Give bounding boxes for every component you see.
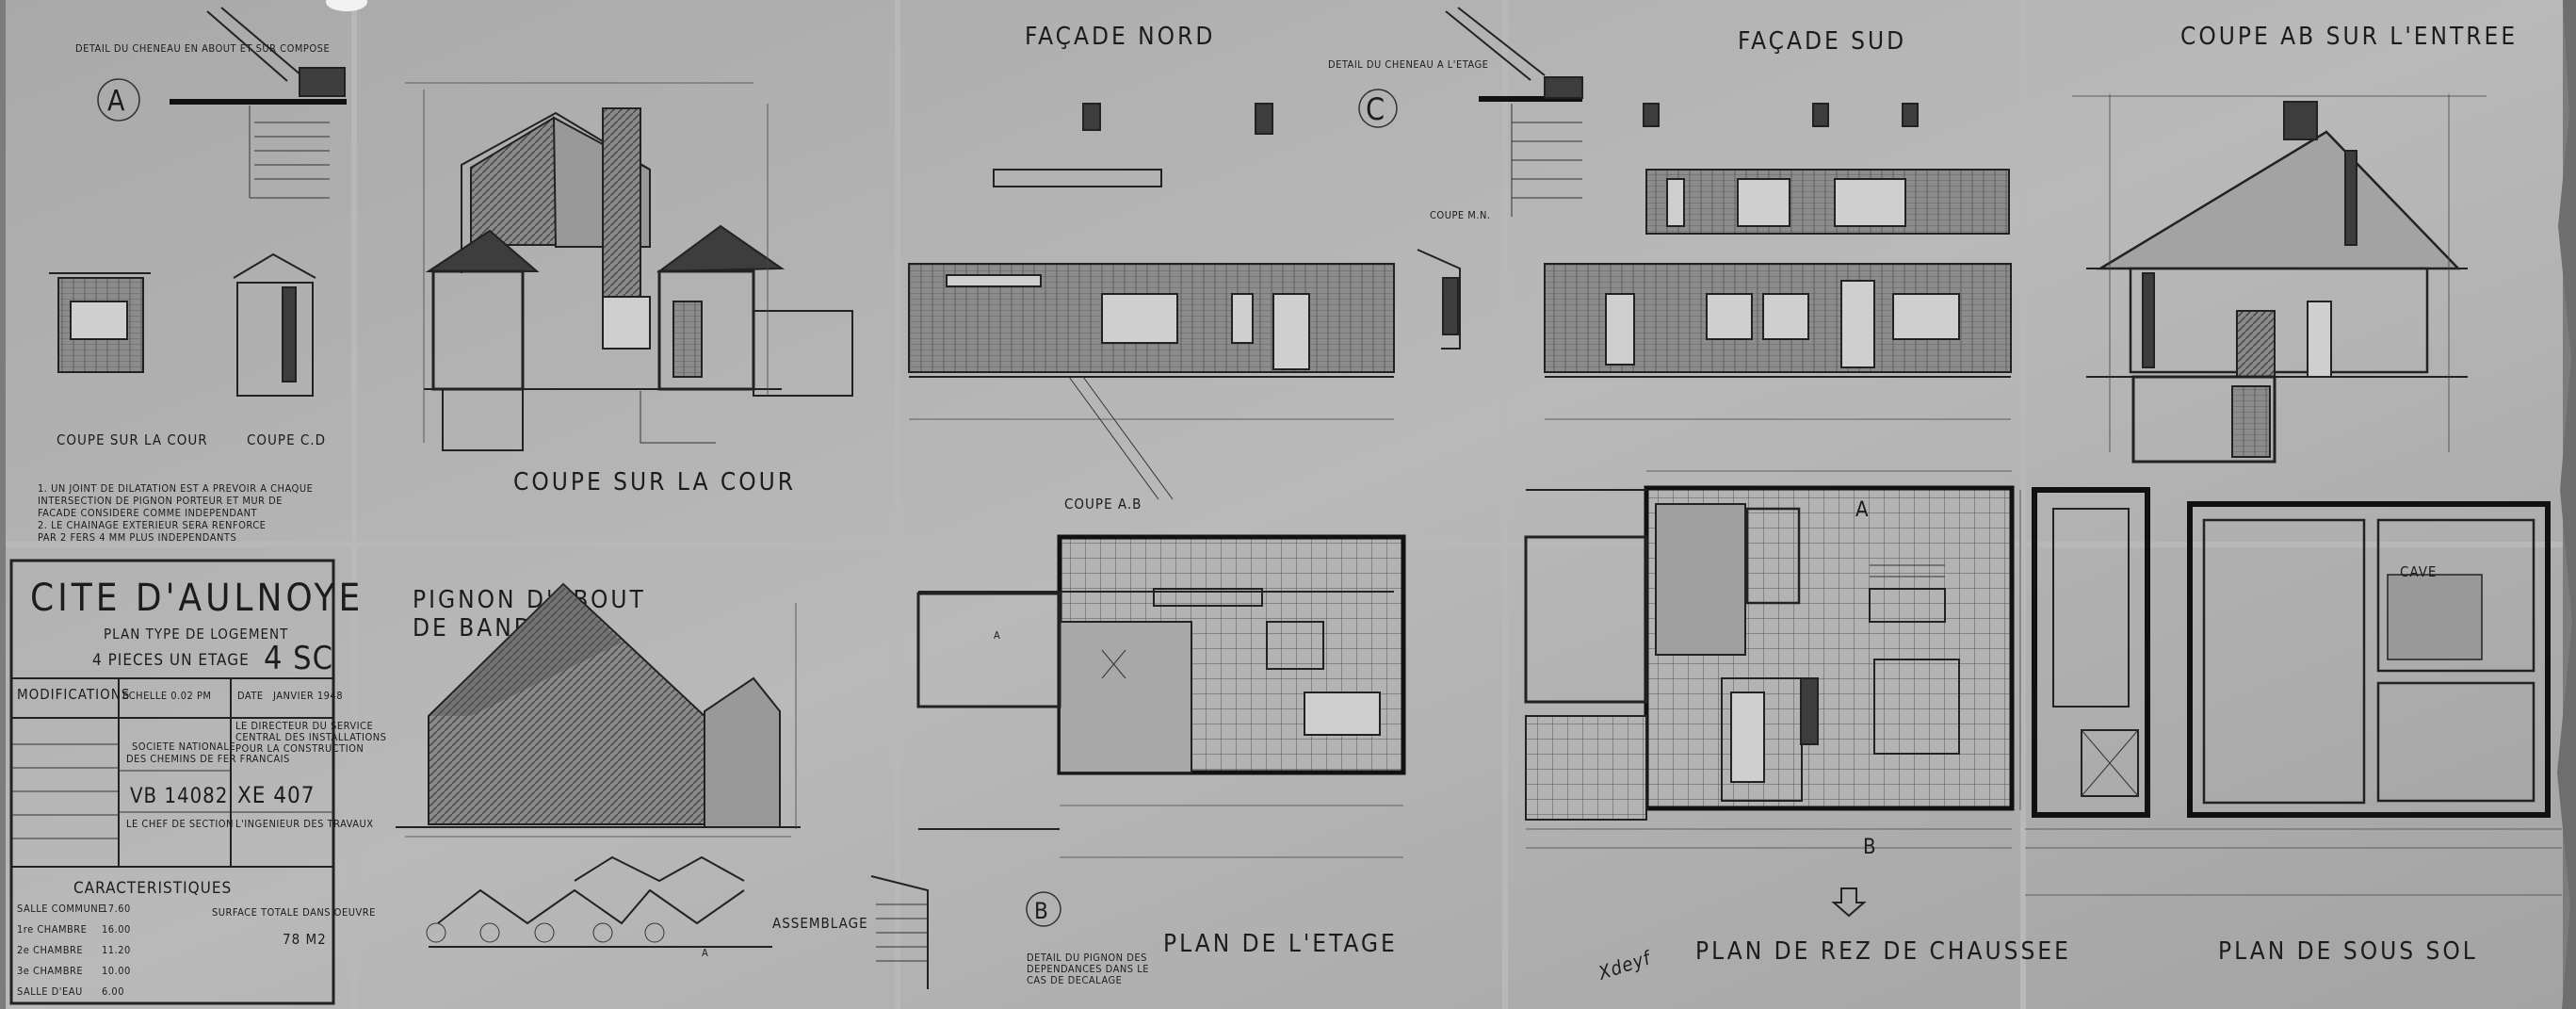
cartouche-ref-xe: XE 407 <box>237 782 316 808</box>
cartouche-cite: CITE D'AULNOYE <box>30 577 364 620</box>
note-joint: 1. UN JOINT DE DILATATION EST A PREVOIR … <box>38 482 316 544</box>
view-facade-nord: FAÇADE NORD <box>1025 23 1215 51</box>
cartouche-chef: LE CHEF DE SECTION <box>126 818 234 830</box>
view-coupe-cour: COUPE SUR LA COUR <box>513 468 796 496</box>
cartouche-plan-type: PLAN TYPE DE LOGEMENT <box>104 626 288 643</box>
char-row-value: 11.20 <box>102 944 131 956</box>
cartouche-surface-label: SURFACE TOTALE DANS OEUVRE <box>212 906 376 919</box>
cartouche-code: 4 SC <box>264 640 333 677</box>
cartouche-echelle: ECHELLE 0.02 PM <box>122 690 211 702</box>
char-row-value: 16.00 <box>102 923 131 936</box>
marker-c: C <box>1366 91 1385 127</box>
marker-b-pignon: B <box>1034 898 1049 924</box>
char-row-label: SALLE COMMUNE <box>17 903 105 915</box>
entrance-arrow-icon <box>1831 887 1867 918</box>
fold-lines <box>6 0 2563 1009</box>
view-coupe-ab: COUPE AB SUR L'ENTREE <box>2180 23 2518 51</box>
cartouche-date-label: DATE <box>237 690 264 702</box>
view-coupe-cour-small: COUPE SUR LA COUR <box>57 431 208 448</box>
marker-a-assemblage: A <box>702 947 708 959</box>
view-assemblage: ASSEMBLAGE <box>772 915 868 932</box>
marker-a-rdc: A <box>1855 498 1870 522</box>
facade-sud-drawing: FAÇADE SUD <box>1544 27 2012 420</box>
facade-nord-drawing: FAÇADE NORD DETAIL DU CHENEAU A L'ETAGE … <box>908 23 1488 513</box>
cartouche-ref-vb: VB 14082 <box>130 785 228 808</box>
cartouche-caracteristiques: CARACTERISTIQUES <box>73 879 232 898</box>
cartouche-date-value: JANVIER 1948 <box>272 690 343 702</box>
char-row-value: 17.60 <box>102 903 131 915</box>
char-row-label: 2e CHAMBRE <box>17 944 83 956</box>
torn-edge <box>2557 0 2576 1009</box>
view-coupe-cd: COUPE C.D <box>247 431 326 448</box>
marker-a-etage: A <box>994 629 1000 642</box>
plan-sous-sol-drawing: CAVE PLAN DE SOUS SOL <box>2025 487 2562 966</box>
char-row-label: SALLE D'EAU <box>17 985 83 998</box>
pignon-drawing: PIGNON D'ABOUT DE BANDE A ASSEMBLAGE B D… <box>396 582 1153 989</box>
cartouche-surface-value: 78 M2 <box>283 931 327 948</box>
view-plan-sous-sol: PLAN DE SOUS SOL <box>2218 937 2478 966</box>
view-facade-sud: FAÇADE SUD <box>1738 27 1906 56</box>
marker-b-rdc: B <box>1863 836 1877 859</box>
view-coupe-ab-small: COUPE A.B <box>1064 496 1142 513</box>
marker-a-detail: A <box>107 85 125 118</box>
label-cave: CAVE <box>2400 563 2437 580</box>
cartouche-societe: SOCIETE NATIONALE DES CHEMINS DE FER FRA… <box>126 740 290 765</box>
char-row-label: 1re CHAMBRE <box>17 923 87 936</box>
view-coupe-mn: COUPE M.N. <box>1430 209 1491 221</box>
detail-c: C COUPE M.N. <box>1358 7 1583 350</box>
small-sections-top-left: COUPE SUR LA COUR COUPE C.D 1. UN JOINT … <box>38 252 326 544</box>
char-row-value: 6.00 <box>102 985 124 998</box>
note-detail-cheneau-about: DETAIL DU CHENEAU EN ABOUT ET SUR COMPOS… <box>75 42 330 55</box>
plan-etage-drawing: A PLAN DE L'ETAGE <box>916 534 1406 958</box>
characteristics-list: SALLE COMMUNE 17.60 1re CHAMBRE 16.00 2e… <box>17 903 131 998</box>
note-detail-cheneau-etage: DETAIL DU CHENEAU A L'ETAGE <box>1328 58 1488 71</box>
plan-rdc-drawing: A B PLAN DE REZ DE CHAUSSEE <box>1524 470 2071 966</box>
detail-cheneau-about: DETAIL DU CHENEAU EN ABOUT ET SUR COMPOS… <box>75 7 347 199</box>
coupe-sur-la-cour-drawing: COUPE SUR LA COUR <box>405 82 853 496</box>
view-plan-etage: PLAN DE L'ETAGE <box>1163 930 1398 958</box>
view-plan-rdc: PLAN DE REZ DE CHAUSSEE <box>1695 937 2071 966</box>
cartouche-ingenieur: L'INGENIEUR DES TRAVAUX <box>235 818 374 830</box>
cartouche-pieces: 4 PIECES UN ETAGE <box>92 651 250 670</box>
coupe-ab-drawing: COUPE AB SUR L'ENTREE <box>2072 23 2518 464</box>
note-detail-pignon: DETAIL DU PIGNON DES DEPENDANCES DANS LE… <box>1027 952 1153 986</box>
paper-sheet <box>6 0 2563 1009</box>
cartouche-modifications: MODIFICATIONS <box>17 686 130 703</box>
char-row-value: 10.00 <box>102 965 131 977</box>
char-row-label: 3e CHAMBRE <box>17 965 83 977</box>
title-block: CITE D'AULNOYE PLAN TYPE DE LOGEMENT 4 P… <box>9 559 390 1005</box>
paper-hole <box>326 0 367 11</box>
cartouche-directeur: LE DIRECTEUR DU SERVICE CENTRAL DES INST… <box>235 720 390 755</box>
